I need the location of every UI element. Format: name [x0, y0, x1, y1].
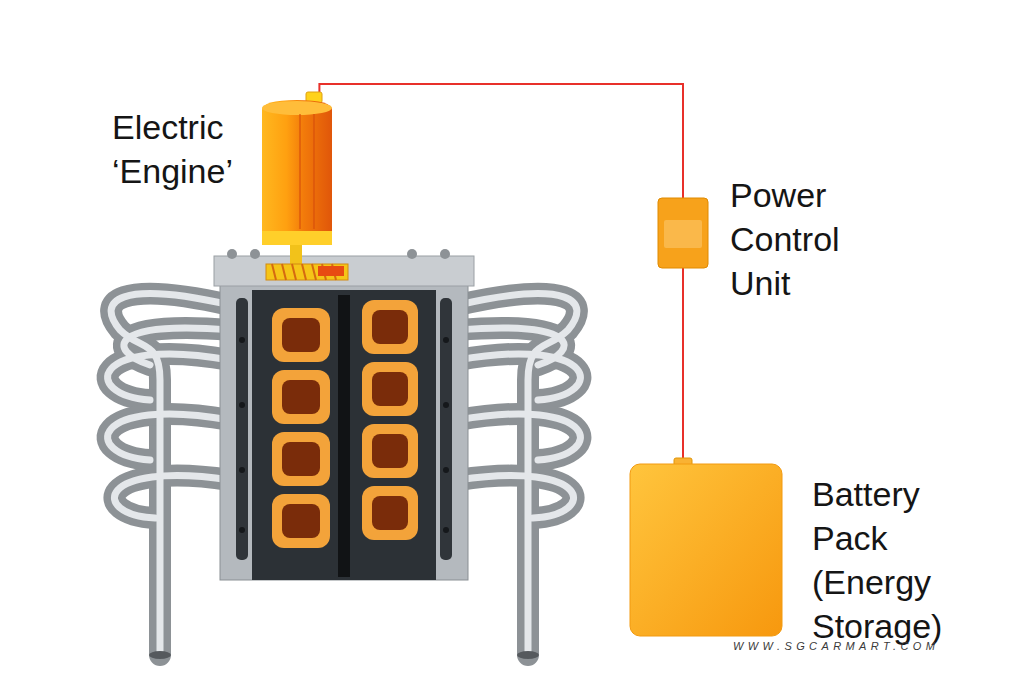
power-control-unit: Power Control Unit [658, 198, 708, 268]
exhaust-pipes-left [108, 294, 230, 659]
motor-band [262, 231, 332, 245]
motor-top [262, 101, 332, 115]
rail-hole [443, 527, 449, 533]
electric-motor: Electric ‘Engine’ [262, 92, 332, 245]
power-wire [319, 84, 683, 198]
bolt [407, 249, 417, 259]
port [362, 486, 418, 540]
pipe-highlight [111, 294, 230, 655]
port [362, 362, 418, 416]
drive-gear [266, 264, 348, 280]
control-unit-body [658, 198, 708, 268]
port-opening [282, 380, 320, 414]
port [362, 300, 418, 354]
power-control-unit-shape [658, 198, 708, 268]
block-interior [252, 290, 436, 580]
pipe-highlight [108, 414, 230, 460]
pipe-end [517, 651, 539, 659]
electric-motor-shape [262, 92, 332, 245]
pipe-highlight [458, 294, 577, 655]
center-divider [338, 295, 350, 577]
block-top-plate [214, 256, 474, 286]
exhaust-pipe [108, 354, 230, 400]
port-opening [282, 318, 320, 352]
battery-pack-shape [630, 458, 782, 636]
exhaust-pipe [458, 414, 580, 460]
node-label: Power Control Unit [730, 173, 855, 305]
battery-pack: Battery Pack (Energy Storage) [630, 458, 782, 636]
battery-body [630, 464, 782, 636]
exhaust-pipe [108, 414, 230, 460]
node-label: Electric ‘Engine’ [112, 105, 247, 193]
control-unit-panel [664, 220, 702, 248]
port-opening [372, 434, 408, 468]
exhaust-pipes-right [458, 294, 580, 659]
side-rail [440, 298, 452, 560]
gear-hub [318, 266, 344, 276]
watermark: WWW.SGCARMART.COM [733, 640, 973, 652]
port-opening [372, 496, 408, 530]
side-rail [236, 298, 248, 560]
bolt [440, 249, 450, 259]
pipe-highlight [458, 476, 574, 518]
exhaust-pipe [458, 354, 580, 400]
node-label: Battery Pack (Energy Storage) [812, 472, 957, 648]
port-opening [282, 504, 320, 538]
engine-block [214, 244, 474, 580]
rail-hole [443, 337, 449, 343]
block-frame [220, 270, 468, 580]
pipe-highlight [108, 354, 230, 400]
pipe-highlight [458, 328, 564, 365]
rail-hole [239, 527, 245, 533]
motor-shaft [290, 244, 302, 266]
rail-hole [443, 402, 449, 408]
power-wire [682, 268, 684, 458]
port-opening [372, 372, 408, 406]
port-opening [372, 310, 408, 344]
pipe-highlight [458, 414, 580, 460]
port [272, 494, 330, 548]
exhaust-pipe [114, 476, 230, 518]
exhaust-pipe [458, 476, 574, 518]
exhaust-ports [272, 300, 418, 548]
port [362, 424, 418, 478]
motor-body [262, 100, 332, 245]
bolt [250, 249, 260, 259]
pipe-highlight [124, 328, 230, 365]
rail-hole [443, 467, 449, 473]
rail-hole [239, 467, 245, 473]
pipe-highlight [458, 354, 580, 400]
rail-hole [239, 402, 245, 408]
port-opening [282, 442, 320, 476]
port [272, 432, 330, 486]
port [272, 308, 330, 362]
rail-hole [239, 337, 245, 343]
port [272, 370, 330, 424]
motor-line [300, 114, 314, 229]
bolt [227, 249, 237, 259]
pipe-highlight [114, 476, 230, 518]
pipe-end [149, 651, 171, 659]
